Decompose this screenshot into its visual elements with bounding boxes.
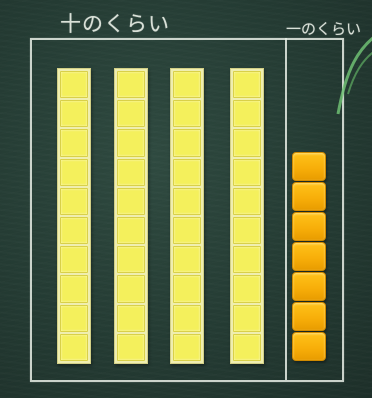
rod-unit-cell [233, 100, 261, 127]
rod-unit-cell [233, 334, 261, 361]
rod-unit-cell [233, 217, 261, 244]
rod-unit-cell [173, 246, 201, 273]
rod-unit-cell [60, 305, 88, 332]
rod-unit-cell [117, 188, 145, 215]
rod-unit-cell [233, 305, 261, 332]
tens-rod [230, 68, 264, 364]
rod-unit-cell [60, 71, 88, 98]
rod-unit-cell [60, 334, 88, 361]
ones-cube [292, 302, 326, 331]
rod-unit-cell [117, 159, 145, 186]
rod-unit-cell [60, 100, 88, 127]
rod-unit-cell [173, 100, 201, 127]
tens-place-label: 十のくらい [60, 8, 170, 38]
tens-rod [170, 68, 204, 364]
rod-unit-cell [233, 129, 261, 156]
rod-unit-cell [173, 275, 201, 302]
rod-unit-cell [117, 217, 145, 244]
rod-unit-cell [117, 305, 145, 332]
rod-unit-cell [117, 275, 145, 302]
place-value-divider [285, 38, 287, 380]
rod-unit-cell [173, 334, 201, 361]
ones-cube [292, 152, 326, 181]
ones-cubes-group [292, 152, 326, 361]
rod-unit-cell [173, 159, 201, 186]
ones-cube [292, 182, 326, 211]
rod-unit-cell [117, 71, 145, 98]
tens-rod [114, 68, 148, 364]
leaf-decoration-icon [318, 30, 372, 120]
rod-unit-cell [60, 246, 88, 273]
rod-unit-cell [117, 100, 145, 127]
rod-unit-cell [60, 129, 88, 156]
rod-unit-cell [233, 188, 261, 215]
rod-unit-cell [173, 305, 201, 332]
rod-unit-cell [117, 246, 145, 273]
rod-unit-cell [60, 275, 88, 302]
ones-cube [292, 242, 326, 271]
rod-unit-cell [60, 217, 88, 244]
rod-unit-cell [117, 334, 145, 361]
rod-unit-cell [60, 159, 88, 186]
tens-rod [57, 68, 91, 364]
rod-unit-cell [173, 129, 201, 156]
rod-unit-cell [60, 188, 88, 215]
ones-cube [292, 272, 326, 301]
rod-unit-cell [173, 217, 201, 244]
rod-unit-cell [173, 71, 201, 98]
rod-unit-cell [117, 129, 145, 156]
rod-unit-cell [233, 159, 261, 186]
rod-unit-cell [233, 246, 261, 273]
rod-unit-cell [233, 71, 261, 98]
ones-cube [292, 212, 326, 241]
rod-unit-cell [233, 275, 261, 302]
ones-cube [292, 332, 326, 361]
rod-unit-cell [173, 188, 201, 215]
